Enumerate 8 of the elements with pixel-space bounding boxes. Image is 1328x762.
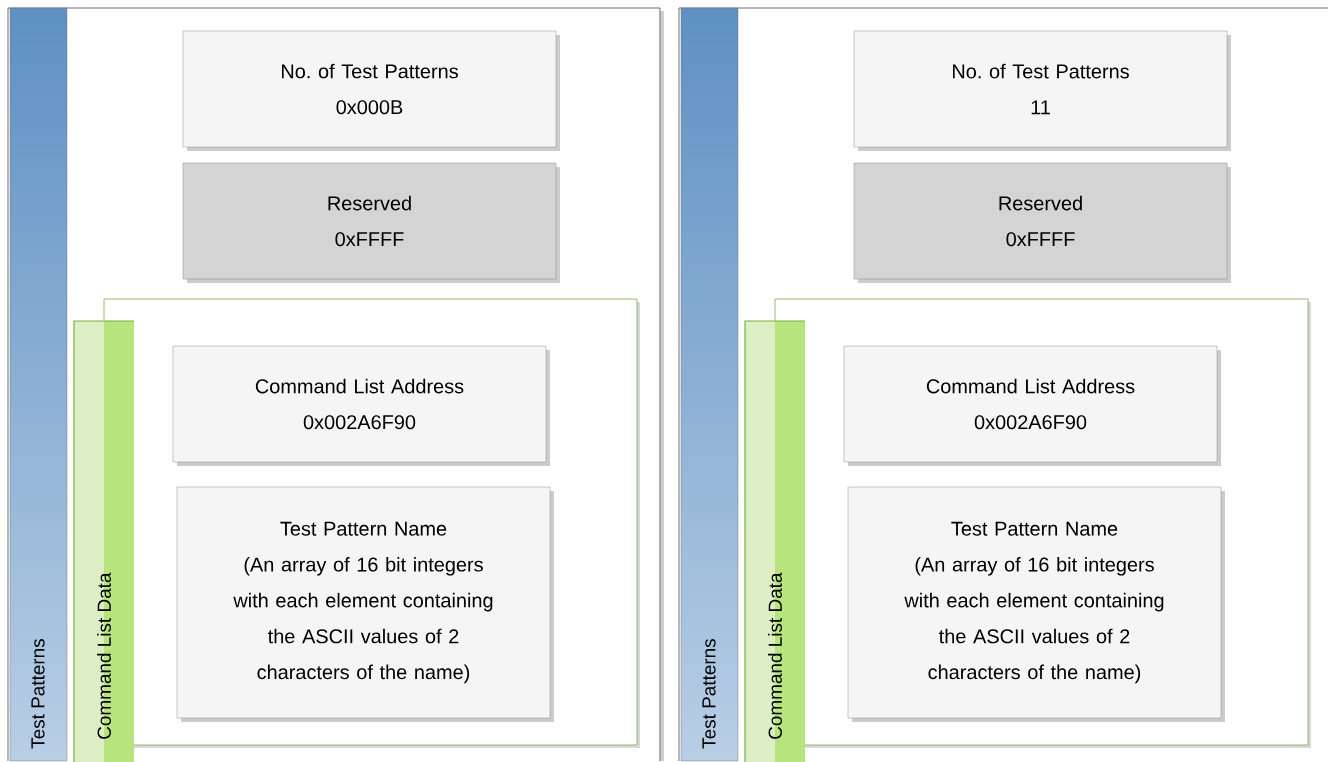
- field-box: No. of Test Patterns 0x000B: [182, 30, 560, 151]
- field-box: Test Pattern Name (An array of 16 bit integers with each element containing the ASCII values of 2 characters of the name): [176, 486, 554, 722]
- field-box: No. of Test Patterns 11: [853, 30, 1231, 151]
- field-box: Command List Address 0x002A6F90: [172, 345, 550, 466]
- reserved-field-box: Reserved 0xFFFF: [853, 162, 1231, 283]
- field-box: Command List Address 0x002A6F90: [843, 345, 1221, 466]
- field-box: Test Pattern Name (An array of 16 bit integers with each element containing the ASCII values of 2 characters of the name): [847, 486, 1225, 722]
- reserved-field-box: Reserved 0xFFFF: [182, 162, 560, 283]
